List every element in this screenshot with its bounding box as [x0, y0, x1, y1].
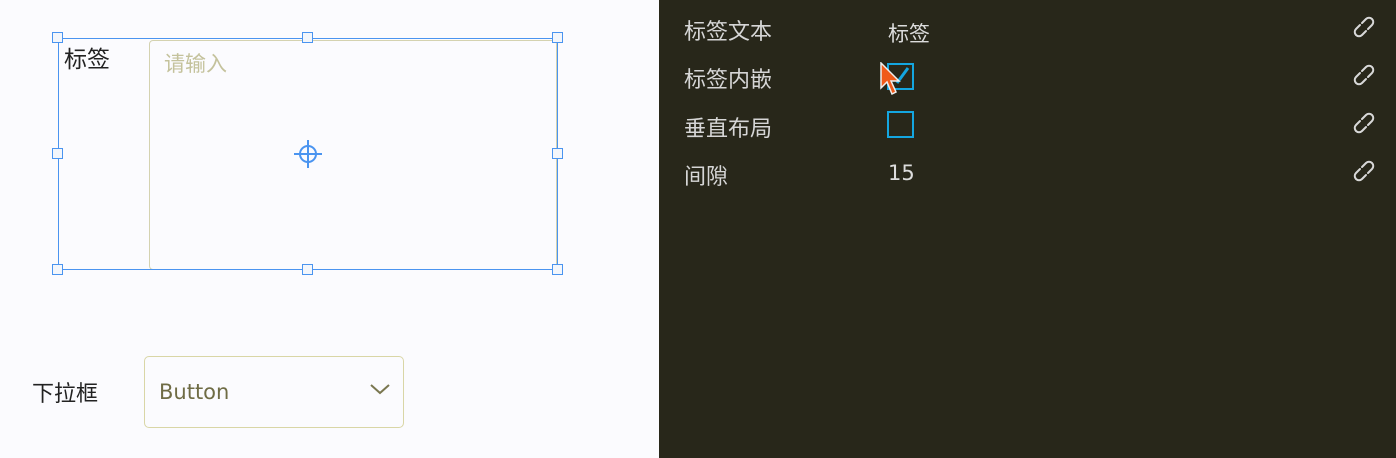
link-icon[interactable]	[1351, 158, 1377, 184]
resize-handle-br[interactable]	[552, 264, 563, 275]
resize-handle-b[interactable]	[302, 264, 313, 275]
input-placeholder: 请输入	[164, 52, 227, 76]
prop-label-inline: 标签内嵌	[684, 68, 773, 93]
prop-label-vertical: 垂直布局	[684, 117, 773, 142]
resize-handle-bl[interactable]	[52, 264, 63, 275]
resize-handle-t[interactable]	[302, 32, 313, 43]
resize-handle-tl[interactable]	[52, 32, 63, 43]
prop-label-gap: 间隙	[684, 165, 729, 190]
resize-handle-tr[interactable]	[552, 32, 563, 43]
prop-label-text: 标签文本	[684, 20, 773, 45]
resize-handle-r[interactable]	[552, 148, 563, 159]
link-icon[interactable]	[1351, 62, 1377, 88]
prop-value-gap[interactable]: 15	[888, 161, 915, 185]
dropdown-label: 下拉框	[32, 382, 99, 407]
dropdown-value: Button	[159, 380, 230, 404]
chevron-down-icon	[370, 384, 390, 395]
mouse-cursor-icon	[880, 62, 901, 96]
dropdown-select[interactable]: Button	[144, 356, 404, 428]
link-icon[interactable]	[1351, 110, 1377, 136]
design-canvas[interactable]: 请输入 标签 下拉框 Button	[0, 0, 659, 458]
field-label: 标签	[64, 47, 110, 73]
resize-handle-l[interactable]	[52, 148, 63, 159]
properties-panel	[659, 0, 1396, 458]
move-crosshair-icon[interactable]	[293, 139, 323, 169]
prop-value-label-text[interactable]: 标签	[888, 22, 930, 46]
link-icon[interactable]	[1351, 14, 1377, 40]
vertical-layout-checkbox[interactable]	[887, 111, 914, 138]
